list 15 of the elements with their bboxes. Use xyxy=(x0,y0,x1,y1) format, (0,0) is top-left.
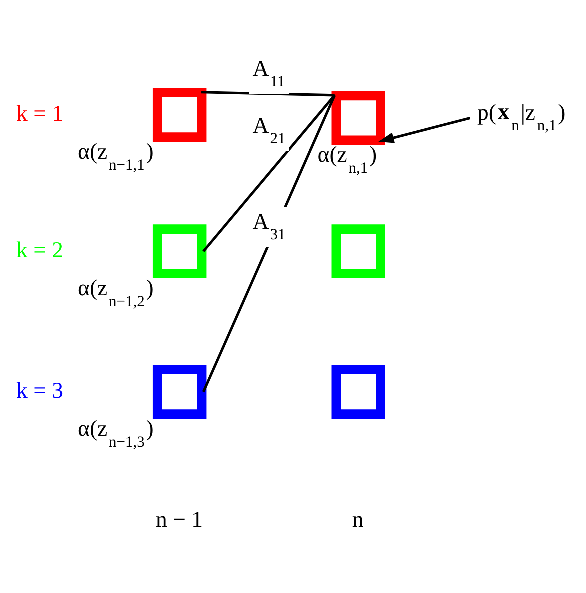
node-box xyxy=(152,364,207,418)
label: n − 1 xyxy=(156,506,203,532)
node-box xyxy=(152,88,207,142)
label: n xyxy=(352,506,364,532)
label: k = 1 xyxy=(16,100,64,126)
connector xyxy=(202,90,335,96)
connector xyxy=(202,94,336,252)
label: k = 3 xyxy=(16,377,64,402)
node-box xyxy=(332,90,386,145)
node-box xyxy=(152,224,207,278)
connector xyxy=(202,94,336,392)
node-box xyxy=(332,364,386,418)
arrow xyxy=(378,116,471,143)
label: k = 2 xyxy=(16,236,64,262)
node-box xyxy=(332,224,386,278)
